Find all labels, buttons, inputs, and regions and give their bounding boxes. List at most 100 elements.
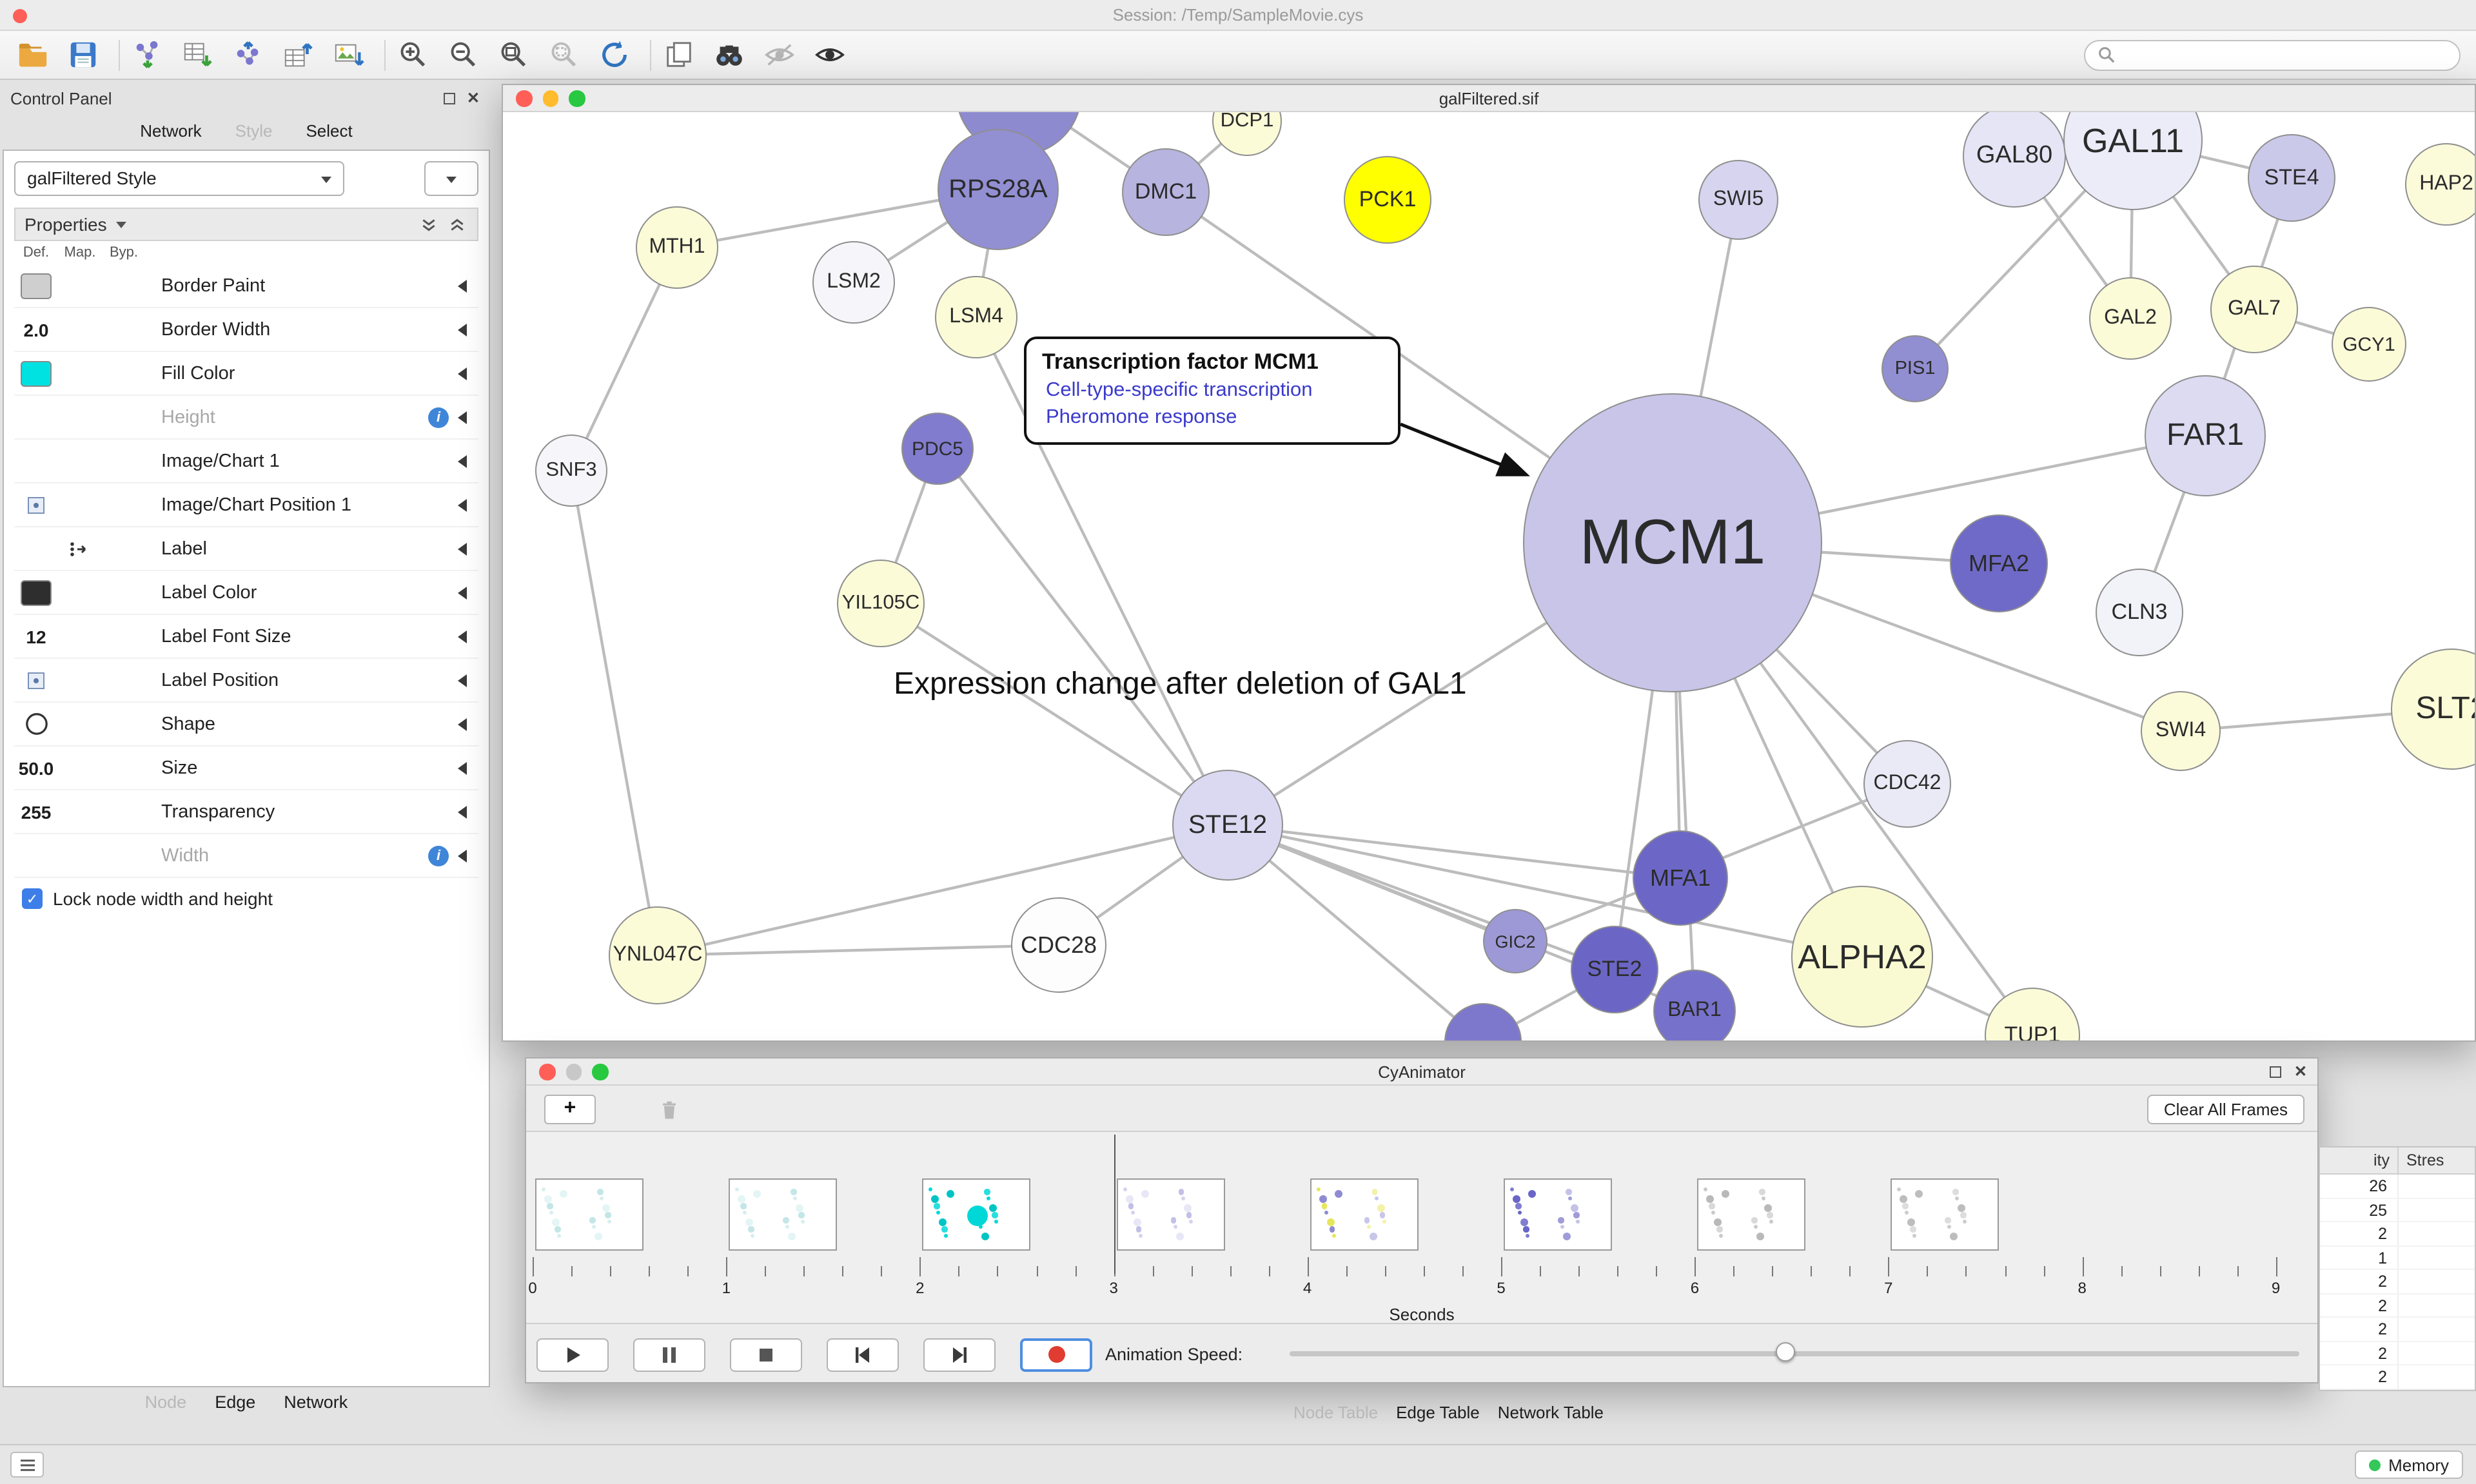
timeline-frame-7[interactable]: [1891, 1178, 1999, 1251]
network-node-ste4[interactable]: STE4: [2248, 134, 2335, 222]
export-image-icon[interactable]: [331, 37, 366, 72]
info-icon[interactable]: i: [428, 407, 449, 427]
tab-edge-style[interactable]: Edge: [215, 1392, 256, 1412]
property-row[interactable]: Label: [14, 527, 478, 571]
close-icon[interactable]: [516, 90, 532, 106]
network-window-titlebar[interactable]: galFiltered.sif: [503, 85, 2475, 112]
delete-frame-button[interactable]: [650, 1095, 689, 1124]
properties-header[interactable]: Properties: [14, 208, 478, 241]
network-node-gal2[interactable]: GAL2: [2089, 277, 2172, 360]
network-node-gic2[interactable]: GIC2: [1483, 909, 1548, 973]
default-value-cell[interactable]: 2.0: [14, 319, 58, 340]
tab-network[interactable]: Network: [140, 121, 202, 140]
timeline-frame-5[interactable]: [1504, 1178, 1612, 1251]
add-frame-button[interactable]: +: [544, 1095, 596, 1124]
property-row[interactable]: Image/Chart Position 1: [14, 483, 478, 527]
network-node-rps28a[interactable]: RPS28A: [938, 129, 1059, 250]
network-node-pdc5[interactable]: PDC5: [901, 413, 974, 485]
float-panel-icon[interactable]: [443, 92, 455, 104]
network-node-cln3[interactable]: CLN3: [2096, 569, 2183, 656]
close-icon[interactable]: [539, 1064, 555, 1080]
default-value-cell[interactable]: [14, 580, 58, 605]
default-value-cell[interactable]: [14, 273, 58, 298]
import-table-icon[interactable]: [181, 37, 215, 72]
table-row[interactable]: 2: [2320, 1294, 2475, 1318]
expand-row-icon[interactable]: [458, 542, 467, 555]
tab-network-style[interactable]: Network: [284, 1392, 348, 1412]
table-row[interactable]: 2: [2320, 1318, 2475, 1342]
zoom-icon[interactable]: [569, 90, 585, 106]
lock-size-checkbox[interactable]: ✓: [22, 888, 43, 909]
expand-row-icon[interactable]: [458, 323, 467, 336]
record-button[interactable]: [1020, 1338, 1092, 1371]
zoom-fit-icon[interactable]: [496, 37, 531, 72]
timeline-frame-4[interactable]: [1310, 1178, 1419, 1251]
default-value-cell[interactable]: [14, 712, 58, 736]
network-node-gal80[interactable]: GAL80: [1963, 112, 2066, 208]
minimize-icon[interactable]: [565, 1064, 582, 1080]
network-node-bottom1[interactable]: [1444, 1003, 1522, 1040]
timeline-frame-6[interactable]: [1697, 1178, 1806, 1251]
table-row[interactable]: 2: [2320, 1365, 2475, 1389]
default-value-cell[interactable]: [14, 360, 58, 386]
table-row[interactable]: 26: [2320, 1175, 2475, 1198]
status-menu-button[interactable]: [10, 1452, 44, 1478]
stop-button[interactable]: [730, 1338, 802, 1371]
property-row[interactable]: Label Color: [14, 571, 478, 615]
network-node-yil105c[interactable]: YIL105C: [837, 560, 925, 647]
network-node-mfa1[interactable]: MFA1: [1633, 830, 1728, 926]
property-row[interactable]: Label Position: [14, 659, 478, 703]
open-session-icon[interactable]: [15, 37, 50, 72]
expand-row-icon[interactable]: [458, 849, 467, 862]
table-row[interactable]: 1: [2320, 1246, 2475, 1270]
minimize-icon[interactable]: [542, 90, 558, 106]
expand-row-icon[interactable]: [458, 674, 467, 687]
network-node-lsm4[interactable]: LSM4: [935, 276, 1017, 358]
zoom-out-icon[interactable]: [446, 37, 481, 72]
import-network-icon[interactable]: [130, 37, 165, 72]
expand-row-icon[interactable]: [458, 411, 467, 424]
mapping-cell[interactable]: [58, 540, 102, 558]
clone-network-icon[interactable]: [662, 37, 696, 72]
network-node-ynl047c[interactable]: YNL047C: [609, 906, 707, 1004]
network-node-slt2[interactable]: SLT2: [2391, 649, 2475, 770]
expand-row-icon[interactable]: [458, 630, 467, 643]
expand-row-icon[interactable]: [458, 498, 467, 511]
network-node-mcm1[interactable]: MCM1: [1523, 393, 1822, 692]
network-node-lsm2[interactable]: LSM2: [812, 241, 895, 324]
timeline-frame-3[interactable]: [1116, 1178, 1225, 1251]
tab-edge-table[interactable]: Edge Table: [1396, 1403, 1480, 1422]
show-details-icon[interactable]: [812, 37, 847, 72]
property-row[interactable]: Image/Chart 1: [14, 440, 478, 483]
info-icon[interactable]: i: [428, 845, 449, 866]
export-network-icon[interactable]: [231, 37, 266, 72]
expand-row-icon[interactable]: [458, 367, 467, 380]
expand-row-icon[interactable]: [458, 718, 467, 730]
default-value-cell[interactable]: 12: [14, 626, 58, 647]
annotation-caption[interactable]: Expression change after deletion of GAL1: [894, 667, 1467, 701]
network-node-cdc42[interactable]: CDC42: [1863, 740, 1951, 828]
network-node-dcp1[interactable]: DCP1: [1212, 112, 1282, 156]
expand-row-icon[interactable]: [458, 805, 467, 818]
timeline-frame-1[interactable]: [729, 1178, 838, 1251]
pause-button[interactable]: [633, 1338, 705, 1371]
default-value-cell[interactable]: 50.0: [14, 757, 58, 778]
save-session-icon[interactable]: [66, 37, 101, 72]
network-node-far1[interactable]: FAR1: [2145, 375, 2266, 496]
playhead[interactable]: [1114, 1135, 1116, 1274]
expand-row-icon[interactable]: [458, 761, 467, 774]
tab-network-table[interactable]: Network Table: [1497, 1403, 1604, 1422]
search-box[interactable]: [2084, 39, 2461, 70]
tab-style[interactable]: Style: [235, 121, 273, 140]
close-panel-icon[interactable]: ✕: [2294, 1062, 2307, 1080]
style-options-button[interactable]: [424, 161, 478, 196]
network-node-gal11[interactable]: GAL11: [2063, 112, 2203, 210]
search-input[interactable]: [2123, 45, 2446, 64]
timeline-frame-0[interactable]: [535, 1178, 644, 1251]
